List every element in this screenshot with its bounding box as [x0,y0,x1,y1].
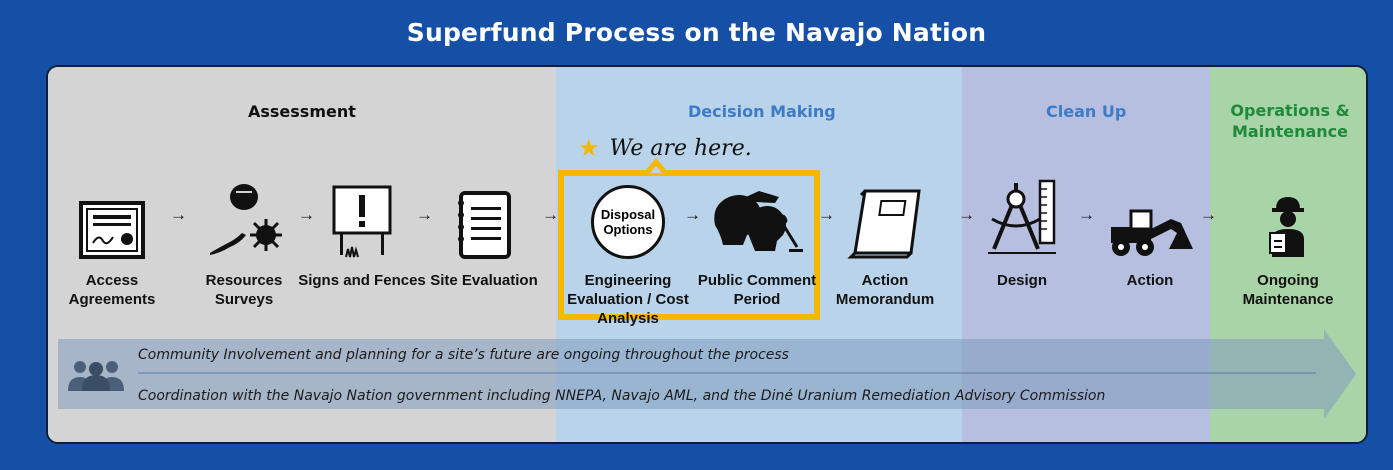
step-design: Design [957,179,1087,290]
current-stage-marker: ★ We are here. [578,134,752,162]
worker-clipboard-icon [1223,179,1353,259]
step-label: Action [1126,272,1174,289]
wildlife-icon [179,179,309,259]
star-icon: ★ [578,134,600,162]
flow-arrow: → [958,205,975,224]
step-label: Design [996,272,1047,289]
step-signs-and-fences: Signs and Fences [297,179,427,290]
phase-clean-up: Clean Up [1046,102,1127,121]
flow-arrow: → [1200,205,1217,224]
step-label: Engineering Evaluation / Cost Analysis [567,272,689,327]
ongoing-text-community: Community Involvement and planning for a… [138,347,789,363]
phase-decision-making: Decision Making [688,102,836,121]
step-action-memorandum: Action Memorandum [820,179,950,309]
phase-assessment: Assessment [248,102,356,121]
callout-pointer-inner [650,166,662,173]
flow-arrow: → [298,205,315,224]
step-access-agreements: Access Agreements [48,179,177,309]
flow-arrow: → [1078,205,1095,224]
step-label: Access Agreements [68,272,156,308]
step-label: Action Memorandum [835,272,935,308]
step-label: Public Comment Period [697,272,817,308]
step-label: Ongoing Maintenance [1242,272,1334,308]
process-panel: Assessment Decision Making Clean Up Oper… [46,65,1368,444]
step-engineering-evaluation: Disposal Options Engineering Evaluation … [563,179,693,328]
phase-operations-maintenance: Operations & Maintenance [1230,101,1350,141]
warning-sign-icon [297,179,427,259]
current-stage-highlight [558,170,820,320]
step-label: Resources Surveys [205,272,283,308]
step-public-comment-period: Public Comment Period [692,179,822,309]
compass-ruler-icon [957,179,1087,259]
ongoing-activities-band: Community Involvement and planning for a… [58,329,1356,419]
step-action: Action [1085,179,1215,290]
step-site-evaluation: Site Evaluation [419,179,549,290]
ongoing-text-coordination: Coordination with the Navajo Nation gove… [138,388,1106,404]
flow-arrow: → [170,205,187,224]
step-ongoing-maintenance: Ongoing Maintenance [1223,179,1353,309]
flow-arrow: → [684,205,701,224]
loader-icon [1085,179,1215,259]
certificate-icon [48,179,177,259]
flow-arrow: → [416,205,433,224]
step-label: Signs and Fences [298,272,426,289]
diagram-title: Superfund Process on the Navajo Nation [406,18,987,47]
marker-text: We are here. [609,135,752,161]
speakers-microphone-icon [692,179,822,259]
disposal-options-text: Disposal Options [591,185,665,259]
notebook-icon [419,179,549,259]
flow-arrow: → [818,205,835,224]
binder-icon [820,179,950,259]
band-arrow-shape [58,329,1356,419]
step-label: Site Evaluation [430,272,538,289]
step-resources-surveys: Resources Surveys [179,179,309,309]
flow-arrow: → [542,205,559,224]
disposal-options-icon: Disposal Options [563,179,693,259]
